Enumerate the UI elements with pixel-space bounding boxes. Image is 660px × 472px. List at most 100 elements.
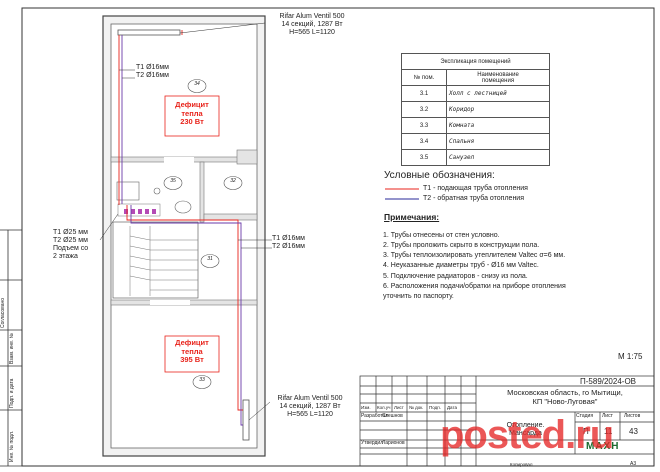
project-address: Московская область, го Мытищи, КП "Ново-… — [476, 388, 654, 406]
note-item: 4. Неуказанные диаметры труб - Ø16 мм Va… — [383, 262, 539, 270]
note-item: 1. Трубы отнесены от стен условно. — [383, 232, 500, 239]
sheet-title-line: Мансарда — [509, 430, 542, 438]
room-number: 31 — [207, 256, 213, 262]
pipe-t1-label: Т1 Ø16мм — [136, 64, 169, 71]
address-line: Московская область, го Мытищи, — [507, 388, 623, 397]
scale-label: М 1:75 — [618, 352, 643, 361]
room-number: 35 — [170, 178, 176, 184]
room-name-cell: Спальня — [446, 133, 550, 150]
notes-title: Примечания: — [384, 212, 440, 222]
pipe-t2-label: Т2 Ø16мм — [272, 243, 305, 251]
room-name-cell: Санузел — [446, 149, 550, 166]
deficit-text: Дефицит — [175, 100, 209, 109]
radiator-bottom-label: Rifar Alum Ventil 500 14 секций, 1287 Вт… — [270, 395, 350, 419]
room-number: 33 — [199, 377, 205, 383]
side-label: Инв. № подл. — [9, 430, 15, 462]
deficit-text: Дефицит — [175, 338, 209, 347]
col-header: Изм. — [361, 405, 371, 410]
room-name-cell: Коридор — [446, 101, 550, 118]
sheet-label: Лист — [602, 413, 613, 419]
room-num-cell: 3.1 — [401, 85, 447, 102]
format-label: Копировал — [510, 462, 533, 467]
radiator-size: H=565 L=1120 — [287, 411, 333, 419]
sheet-title-line: Отопление. — [506, 422, 545, 429]
sink — [174, 200, 192, 214]
address-line: КП "Ново-Луговая" — [532, 396, 598, 406]
heat-deficit-bottom: Дефицит тепла 395 Вт — [165, 338, 219, 365]
explication-title: Экспликация помещений — [401, 53, 550, 70]
deficit-text: тепла — [181, 346, 203, 356]
supply-pipes — [118, 30, 243, 411]
deficit-value: 395 Вт — [180, 355, 204, 365]
col-header: Лист — [394, 405, 404, 410]
pipe-label-left: Т1 Ø25 мм Т2 Ø25 мм Подъем со 2 этажа — [53, 229, 88, 261]
room-name-cell: Комната — [446, 117, 550, 134]
col-room-number: № пом. — [401, 69, 447, 86]
col-header: Подп. — [429, 405, 441, 410]
toilet — [153, 187, 161, 195]
col-header: Дата — [447, 405, 457, 410]
pipe-t2-label: Т2 Ø25 мм — [53, 237, 88, 245]
stage-value: П — [583, 427, 589, 436]
deficit-box-bottom — [164, 335, 220, 373]
deficit-box-top — [164, 95, 220, 137]
col-room-name-2: помещения — [481, 77, 515, 84]
side-label: Подп. и дата — [9, 378, 15, 408]
riser-note: Подъем со — [53, 245, 89, 253]
deficit-value: 230 Вт — [180, 117, 204, 127]
room-name-cell: Холл с лестницей — [446, 85, 550, 102]
explication-table: Экспликация помещений № пом. Наименовани… — [401, 53, 550, 166]
room-num-cell: 3.2 — [401, 101, 447, 118]
legend-t2: Т2 - обратная труба отопления — [423, 195, 525, 202]
sheets-label: Листов — [624, 413, 641, 419]
side-label: Взам. инв. № — [9, 333, 15, 364]
note-item: 2. Трубы проложить скрыто в конструкции … — [383, 242, 540, 250]
pipe-t2-label: Т2 Ø16мм — [136, 72, 169, 80]
watermark-text: posted.ru — [440, 413, 614, 457]
role-developer: Разработал — [361, 413, 389, 419]
sheet-value: 11 — [604, 427, 613, 436]
pipe-t1-label: Т1 Ø25 мм — [53, 229, 88, 236]
drawing-code: П-589/2024-ОВ — [580, 377, 637, 386]
legend-title: Условные обозначения: — [384, 170, 495, 181]
stage-label: Стадия — [576, 413, 594, 419]
radiator-sections: 14 секций, 1287 Вт — [279, 403, 341, 411]
sheet-title: Отопление. Мансарда — [476, 422, 575, 438]
legend-t1: Т1 - подающая труба отопления — [423, 185, 528, 192]
format-value: А3 — [630, 461, 637, 467]
riser-note: 2 этажа — [53, 253, 78, 261]
col-header: Кол.уч — [377, 405, 391, 410]
return-pipes — [121, 35, 243, 426]
pipe-label-top: Т1 Ø16мм Т2 Ø16мм — [136, 64, 169, 80]
bathtub — [116, 181, 140, 201]
radiator-top-label: Rifar Alum Ventil 500 14 секций, 1287 Вт… — [272, 13, 352, 37]
drawing-frame — [21, 7, 655, 467]
pipe-t1-label: Т1 Ø16мм — [272, 235, 305, 242]
room-num-cell: 3.5 — [401, 149, 447, 166]
col-header: № док. — [409, 405, 424, 410]
role-approver: Утвердил — [361, 440, 384, 446]
radiator-model: Rifar Alum Ventil 500 — [279, 13, 345, 20]
radiator-top — [117, 29, 181, 36]
company-logo: МАХН — [586, 441, 620, 452]
note-item: 3. Трубы теплоизолировать утеплителем Va… — [383, 252, 566, 260]
heat-deficit-top: Дефицит тепла 230 Вт — [165, 100, 219, 127]
pipe-label-right: Т1 Ø16мм Т2 Ø16мм — [272, 235, 305, 251]
note-item: 5. Подключение радиаторов - снизу из пол… — [383, 272, 528, 280]
room-num-cell: 3.3 — [401, 117, 447, 134]
radiator-model: Rifar Alum Ventil 500 — [277, 395, 343, 402]
radiator-bottom — [242, 399, 250, 441]
title-block — [359, 375, 655, 467]
sheets-value: 43 — [629, 427, 638, 436]
name-developer: Стешнов — [382, 413, 403, 419]
name-approver: Ларионов — [382, 440, 405, 446]
room-number: 32 — [230, 178, 236, 184]
deficit-text: тепла — [181, 108, 203, 118]
col-room-name-1: Наименование — [477, 71, 519, 78]
